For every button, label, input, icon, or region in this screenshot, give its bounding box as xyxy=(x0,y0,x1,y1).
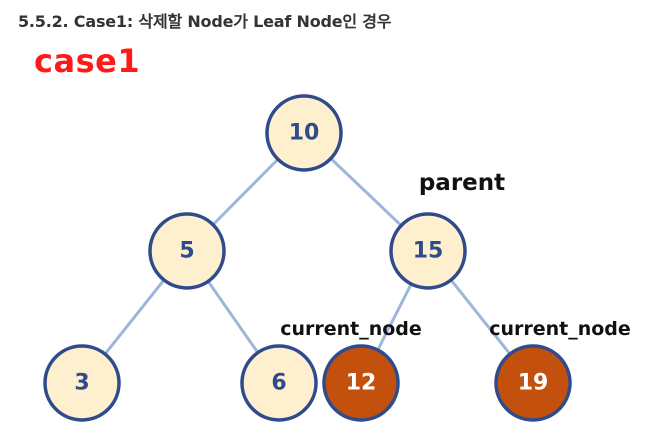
tree-node-value: 10 xyxy=(289,121,320,146)
tree-node-value: 3 xyxy=(74,371,89,396)
tree-node-12: 12 xyxy=(322,344,400,422)
tree-node-value: 15 xyxy=(413,239,444,264)
tree-node-circle xyxy=(322,344,400,422)
tree-node-3: 3 xyxy=(43,344,121,422)
tree-node-19: 19 xyxy=(494,344,572,422)
tree-node-10: 10 xyxy=(265,94,343,172)
current-node-label-right: current_node xyxy=(489,318,631,340)
tree-node-value: 12 xyxy=(346,371,377,396)
tree-node-circle xyxy=(148,212,226,290)
tree-node-value: 5 xyxy=(179,239,194,264)
parent-label: parent xyxy=(419,170,505,196)
tree-node-circle xyxy=(240,344,318,422)
tree-node-value: 6 xyxy=(271,371,286,396)
case-label: case1 xyxy=(34,42,141,80)
tree-node-circle xyxy=(43,344,121,422)
tree-node-15: 15 xyxy=(389,212,467,290)
tree-node-circle xyxy=(265,94,343,172)
tree-node-circle xyxy=(494,344,572,422)
tree-node-6: 6 xyxy=(240,344,318,422)
tree-node-5: 5 xyxy=(148,212,226,290)
tree-node-circle xyxy=(389,212,467,290)
current-node-label-left: current_node xyxy=(280,318,422,340)
tree-node-value: 19 xyxy=(518,371,549,396)
section-heading: 5.5.2. Case1: 삭제할 Node가 Leaf Node인 경우 xyxy=(18,12,392,31)
tree-nodes: 10 5 15 3 6 12 19 xyxy=(43,94,572,422)
